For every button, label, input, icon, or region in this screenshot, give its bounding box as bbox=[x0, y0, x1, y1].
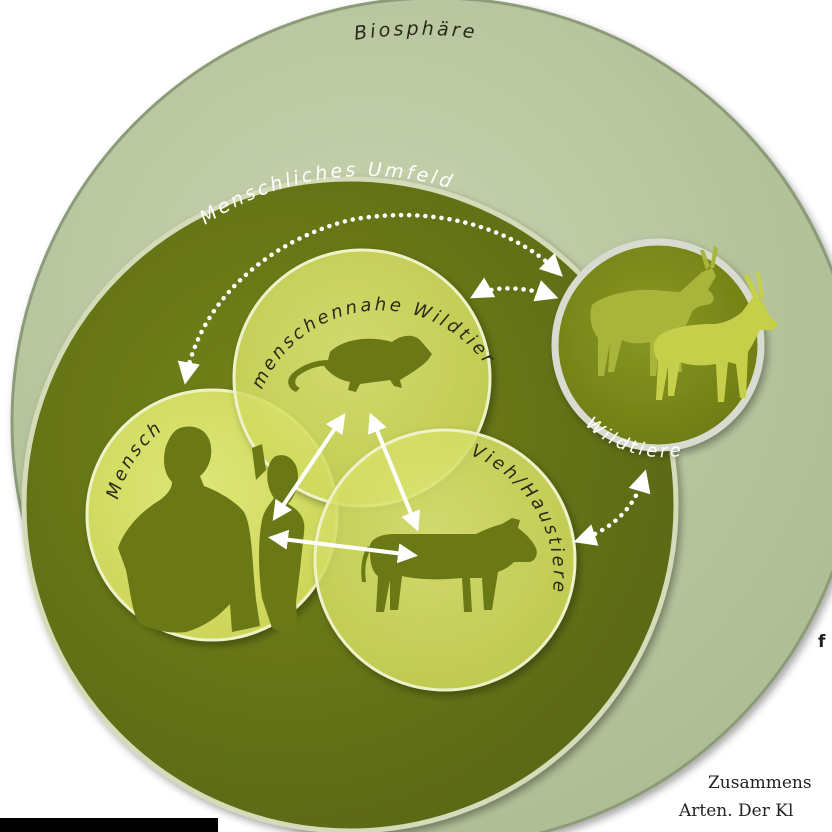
arrow-rat-wildlife bbox=[470, 277, 559, 302]
right-edge-letter: f bbox=[818, 632, 826, 652]
caption-line-2: Arten. Der Kl bbox=[679, 801, 794, 821]
caption-line-1: Zusammens bbox=[708, 773, 812, 793]
black-bar bbox=[0, 818, 218, 832]
arrow-rat-cow bbox=[368, 412, 420, 532]
dotted-arrows bbox=[177, 212, 651, 546]
antelope-icon bbox=[590, 246, 778, 402]
wildlife-circle bbox=[551, 238, 778, 452]
arrow-rat-human bbox=[272, 413, 346, 521]
interaction-arrows bbox=[268, 412, 420, 564]
arrow-human-cow bbox=[268, 529, 418, 564]
arrow-human-wildlife bbox=[177, 212, 563, 385]
arrow-cow-wildlife bbox=[573, 469, 651, 546]
